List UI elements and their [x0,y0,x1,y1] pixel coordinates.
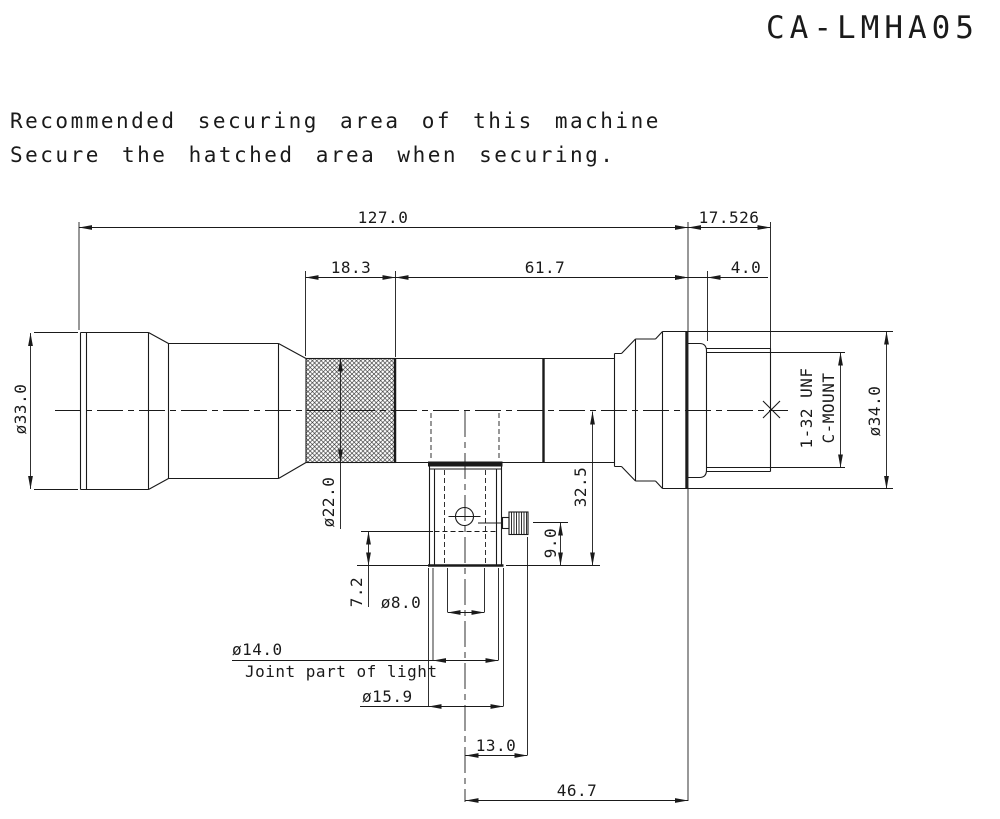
dim-joint-diameter: ø14.0 [232,640,283,659]
description-line2: Secure the hatched area when securing. [10,143,615,167]
dim-port-depth: 32.5 [571,467,590,508]
dimension-lines [28,225,889,803]
drawing-title: CA-LMHA05 [766,10,979,46]
dim-front-diameter: ø33.0 [11,384,30,435]
dim-mid-length: 61.7 [525,258,566,277]
light-port [428,461,504,567]
dim-port-to-flange: 46.7 [557,781,598,800]
dim-knurl-width: 18.3 [331,258,372,277]
joint-part-label: Joint part of light [245,662,438,681]
dim-port-diameter: ø15.9 [362,687,413,706]
hidden-lines [430,413,500,565]
description-line1: Recommended securing area of this machin… [10,109,661,133]
thread-spec-label: 1-32 UNF [797,367,816,448]
dim-ring-width: 4.0 [731,258,761,277]
centerlines [55,410,788,802]
dim-knurl-diameter: ø22.0 [319,477,338,528]
dim-hole-depth: 7.2 [347,577,366,607]
dim-knob-offset: 13.0 [476,736,517,755]
thread-mark [762,400,781,419]
thread-name-label: C-MOUNT [819,373,838,444]
dim-flange-diameter: ø34.0 [865,386,884,437]
extension-lines [34,222,771,801]
thumbscrew [478,511,529,536]
dim-hole-diameter: ø8.0 [381,593,422,612]
lens-body-outline [79,330,893,491]
dim-overall-length: 127.0 [358,208,409,227]
dim-screw-offset: 9.0 [541,528,560,558]
dim-rear-length: 17.526 [699,208,760,227]
